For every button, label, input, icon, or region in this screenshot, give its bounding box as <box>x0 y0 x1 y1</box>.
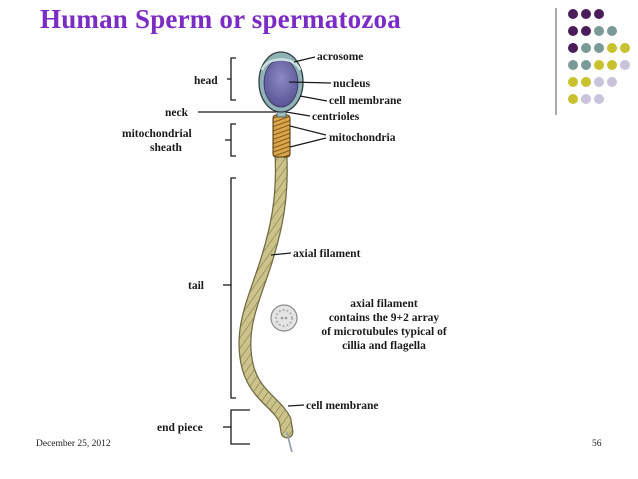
central-pair-dot <box>280 316 284 320</box>
deco-dot <box>568 94 578 104</box>
slide-title: Human Sperm or spermatozoa <box>40 4 401 34</box>
deco-dot <box>581 94 591 104</box>
label-axial-note-line3: of microtubules typical of <box>321 326 446 338</box>
deco-dot <box>568 77 578 87</box>
deco-dot <box>620 43 630 53</box>
label-axial-note-line2: contains the 9+2 array <box>329 312 440 324</box>
axial-filament-pointer <box>270 252 292 256</box>
region-mito-sheath-line1: mitochondrial <box>122 128 192 140</box>
acrosome-cap <box>260 58 302 71</box>
label-nucleus: nucleus <box>333 78 371 90</box>
deco-dot <box>568 60 578 70</box>
end-piece-filament <box>286 431 293 453</box>
tail-flagellum <box>239 150 293 438</box>
axial-cross-section <box>270 304 298 332</box>
region-end-piece: end piece <box>157 422 203 434</box>
label-acrosome: acrosome <box>317 51 363 63</box>
deco-dot <box>594 77 604 87</box>
deco-dot <box>607 43 617 53</box>
central-pair-dot <box>284 316 288 320</box>
label-axial-filament: axial filament <box>293 248 361 260</box>
deco-dot <box>594 94 604 104</box>
mitochondria-pointer-lower <box>289 137 327 148</box>
deco-dot <box>594 9 604 19</box>
nucleus-shape <box>263 58 299 108</box>
region-tail: tail <box>188 280 204 292</box>
deco-dot <box>620 60 630 70</box>
deco-dot <box>594 26 604 36</box>
footer-page-number: 56 <box>592 439 602 449</box>
deco-dot <box>594 43 604 53</box>
deco-dot <box>581 60 591 70</box>
deco-dot <box>581 77 591 87</box>
diagram-background <box>120 50 480 456</box>
label-centrioles: centrioles <box>312 111 360 123</box>
deco-dot <box>607 26 617 36</box>
cell-membrane-tail-pointer <box>287 404 305 407</box>
region-mito-sheath-line2: sheath <box>150 142 183 154</box>
footer-date: December 25, 2012 <box>36 439 111 449</box>
label-cell-membrane-tail: cell membrane <box>306 400 379 412</box>
label-mitochondria: mitochondria <box>329 132 396 144</box>
label-cell-membrane-head: cell membrane <box>329 95 402 107</box>
nucleus-pointer <box>288 81 332 84</box>
label-axial-note-line4: cillia and flagella <box>342 340 426 352</box>
label-axial-note-line1: axial filament <box>350 298 418 310</box>
deco-dot <box>607 77 617 87</box>
mitochondrial-sheath <box>272 114 291 158</box>
deco-dot <box>581 26 591 36</box>
microtubule-ring <box>275 309 293 327</box>
deco-dot <box>568 43 578 53</box>
deco-dot <box>607 60 617 70</box>
region-neck: neck <box>165 107 189 119</box>
tail-bracket <box>230 177 236 399</box>
mitochondria-pointer-upper <box>289 125 327 136</box>
deco-dot <box>568 9 578 19</box>
region-head: head <box>194 75 218 87</box>
deco-dot <box>594 60 604 70</box>
centrioles-pointer <box>285 111 311 117</box>
acrosome-pointer <box>293 56 316 63</box>
deco-dot <box>568 26 578 36</box>
cell-membrane-head-pointer <box>299 95 328 102</box>
deco-dot <box>581 43 591 53</box>
deco-dot <box>581 9 591 19</box>
